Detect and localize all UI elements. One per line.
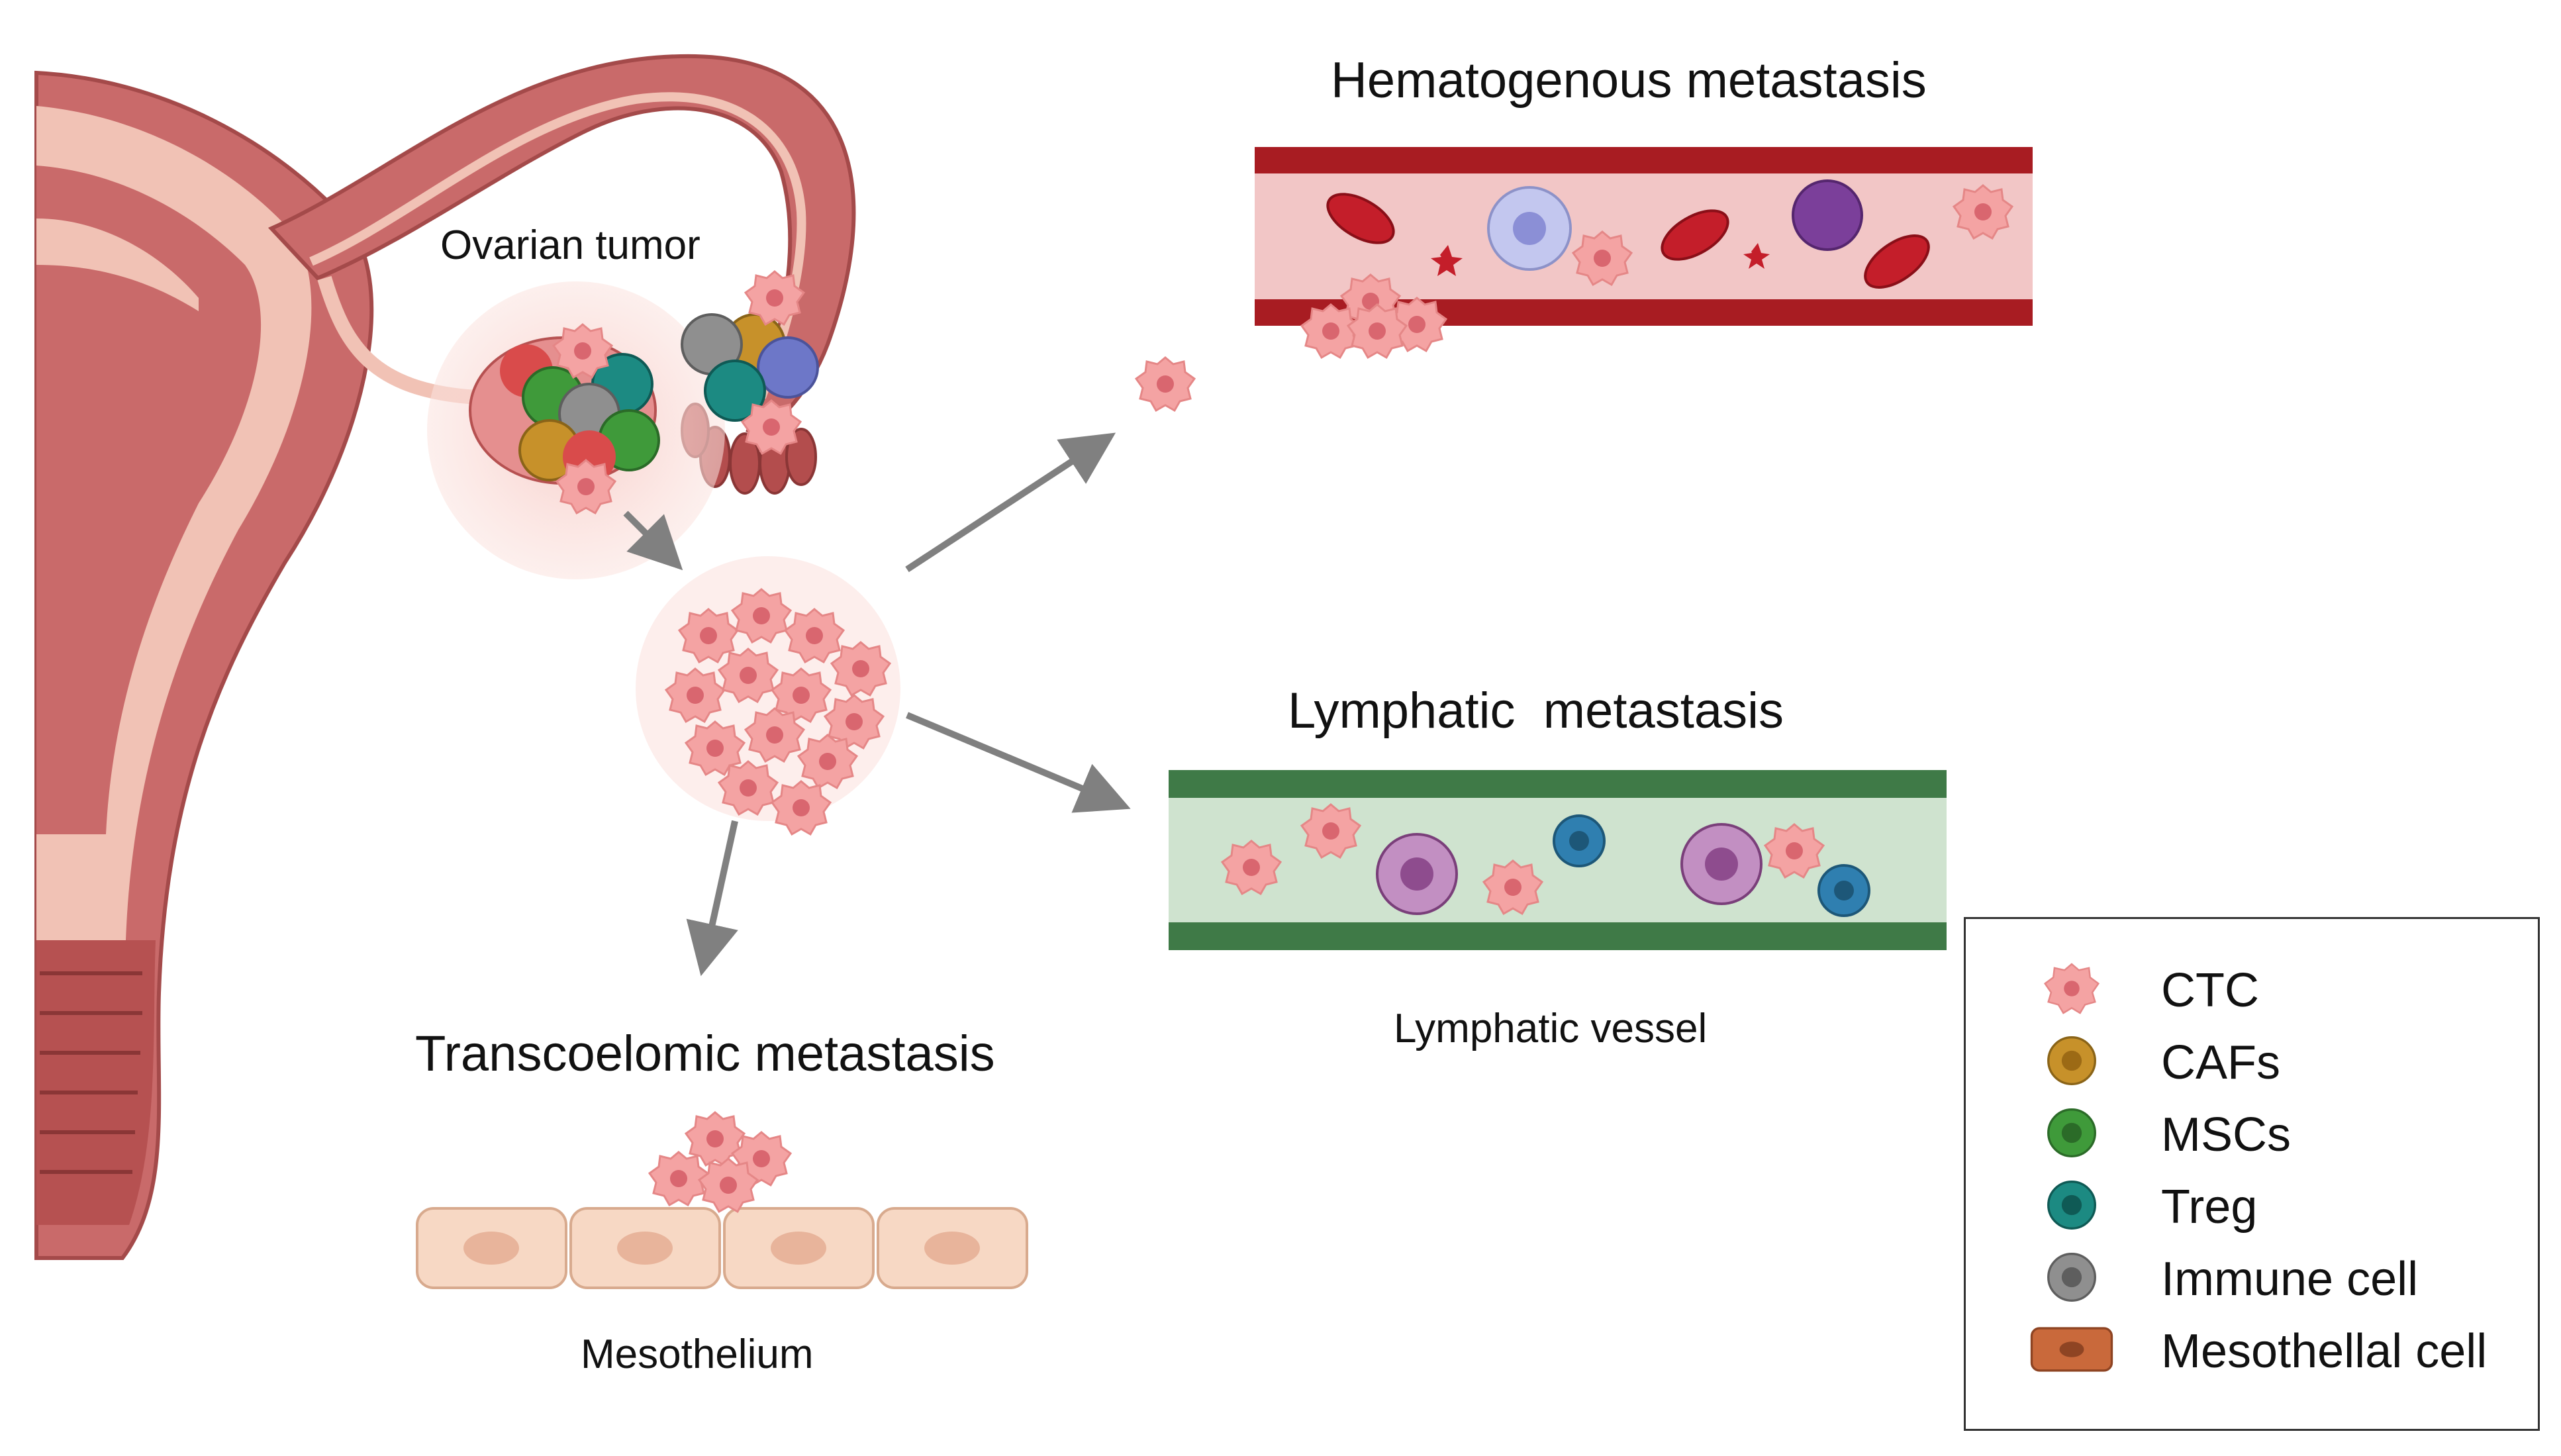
transcoelomic-metastasis-title: Transcoelomic metastasis	[415, 1026, 995, 1082]
legend-item-mesothelial-cell: Mesothellal cell	[1966, 1316, 2538, 1383]
arrows	[623, 432, 1131, 977]
legend-label: CAFs	[2161, 1036, 2280, 1089]
legend-label: CTC	[2161, 964, 2259, 1017]
monocyte	[1792, 179, 1863, 251]
legend-item-treg: Treg	[1966, 1172, 2538, 1238]
blood-vessel	[1255, 147, 2033, 359]
msc-cell-icon	[2047, 1108, 2096, 1157]
lymphatic-metastasis-title: Lymphatic metastasis	[1288, 683, 1784, 739]
cervical-folds	[40, 971, 142, 1174]
legend-item-ctc: CTC	[1966, 955, 2538, 1022]
arrow-tumor-to-cluster	[623, 510, 683, 571]
red-blood-cells	[1326, 193, 1930, 289]
mesothelium	[416, 1111, 1028, 1289]
platelets	[1431, 243, 1770, 276]
hematogenous-metastasis-title: Hematogenous metastasis	[1331, 52, 1927, 109]
mesothelial-cell-icon	[2030, 1327, 2113, 1372]
immune-cell-icon	[2047, 1253, 2096, 1302]
lymphatic-vessel-label: Lymphatic vessel	[1394, 1006, 1708, 1051]
arrow-to-hematogenous	[905, 432, 1116, 573]
legend-label: Immune cell	[2161, 1253, 2419, 1306]
legend-item-cafs: CAFs	[1966, 1028, 2538, 1094]
arrow-to-transcoelomic	[686, 820, 738, 977]
ctc-cluster	[636, 556, 900, 836]
legend-label: Mesothellal cell	[2161, 1325, 2488, 1378]
legend-item-mscs: MSCs	[1966, 1100, 2538, 1166]
lymphatic-vessel	[1169, 770, 1947, 950]
legend: CTC CAFs MSCs Treg Immune cell Mesothell…	[1964, 917, 2540, 1431]
escaping-ctc	[1135, 356, 1196, 412]
arrow-to-lymphatic	[906, 712, 1131, 813]
legend-label: Treg	[2161, 1181, 2258, 1234]
legend-item-immune-cell: Immune cell	[1966, 1244, 2538, 1310]
mesothelium-label: Mesothelium	[581, 1332, 814, 1377]
ovarian-tumor-label: Ovarian tumor	[440, 222, 701, 268]
ovarian-tumor	[427, 270, 819, 579]
legend-label: MSCs	[2161, 1108, 2291, 1161]
caf-cell-icon	[2047, 1036, 2096, 1085]
ctc-cell-icon	[2044, 963, 2100, 1014]
mesothelial-cells	[416, 1207, 1028, 1289]
treg-cell-icon	[2047, 1181, 2096, 1230]
